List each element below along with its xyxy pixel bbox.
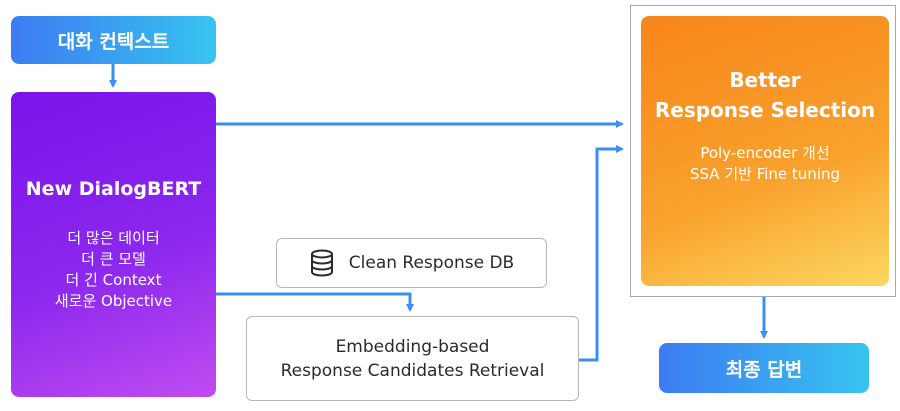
dialogbert-title: New DialogBERT bbox=[25, 177, 202, 200]
selection-frame bbox=[630, 5, 896, 297]
dialogbert-item: 새로운 Objective bbox=[54, 291, 173, 310]
final-answer-box: 최종 답변 bbox=[659, 343, 869, 393]
selection-title-line: Response Selection bbox=[654, 98, 876, 122]
context-label: 대화 컨텍스트 bbox=[57, 30, 170, 53]
response-db-box: Clean Response DB bbox=[276, 238, 547, 288]
retrieval-line: Embedding-based bbox=[335, 336, 490, 357]
selection-items: Poly-encoder 개선 SSA 기반 Fine tuning bbox=[690, 143, 840, 185]
arrow-bert-to-retrieval bbox=[216, 292, 414, 312]
response-db-label: Clean Response DB bbox=[348, 253, 515, 273]
database-icon bbox=[310, 249, 333, 277]
context-box: 대화 컨텍스트 bbox=[11, 16, 216, 64]
dialogbert-item: 더 많은 데이터 bbox=[67, 228, 160, 247]
dialogbert-item: 더 큰 모델 bbox=[81, 249, 146, 268]
selection-item: Poly-encoder 개선 bbox=[700, 144, 830, 162]
selection-title: Better Response Selection bbox=[655, 65, 875, 125]
retrieval-box: Embedding-based Response Candidates Retr… bbox=[246, 316, 579, 401]
retrieval-line: Response Candidates Retrieval bbox=[280, 360, 545, 381]
dialogbert-item: 더 긴 Context bbox=[65, 270, 162, 289]
dialogbert-box: New DialogBERT 더 많은 데이터 더 큰 모델 더 긴 Conte… bbox=[11, 92, 216, 397]
selection-item: SSA 기반 Fine tuning bbox=[689, 165, 841, 183]
selection-title-line: Better bbox=[729, 68, 801, 92]
final-answer-label: 최종 답변 bbox=[725, 358, 803, 381]
response-selection-box: Better Response Selection Poly-encoder 개… bbox=[641, 16, 889, 286]
arrow-retrieval-to-selection bbox=[579, 145, 624, 362]
